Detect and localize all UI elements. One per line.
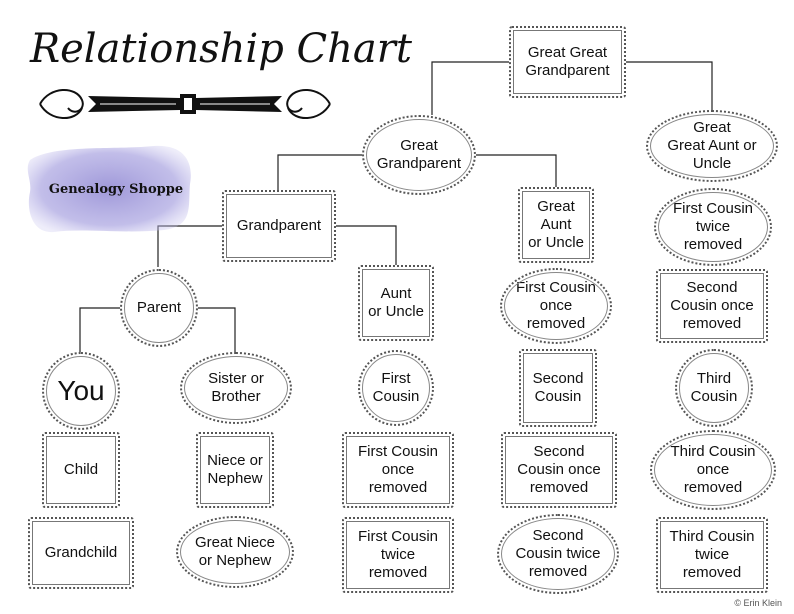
node-great-grandparent: Great Grandparent xyxy=(362,115,476,195)
node-great-great-grandparent: Great Great Grandparent xyxy=(509,26,626,98)
node-first-cousin-once-removed-mid: First Cousin once removed xyxy=(500,268,612,344)
node-grandchild: Grandchild xyxy=(28,517,134,589)
genealogy-shoppe-logo: Genealogy Shoppe xyxy=(42,174,190,204)
node-grandparent: Grandparent xyxy=(222,190,336,262)
node-third-cousin-twice-removed: Third Cousin twice removed xyxy=(656,517,768,593)
node-you: You xyxy=(42,352,120,430)
node-second-cousin-once-removed-right: Second Cousin once removed xyxy=(656,269,768,343)
node-first-cousin-once-removed-bottom: First Cousin once removed xyxy=(342,432,454,508)
node-great-great-aunt-uncle: Great Great Aunt or Uncle xyxy=(646,110,778,182)
watercolor-wash xyxy=(27,145,191,233)
node-great-aunt-uncle: Great Aunt or Uncle xyxy=(518,187,594,263)
node-sister-brother: Sister or Brother xyxy=(180,352,292,424)
node-great-niece-nephew: Great Niece or Nephew xyxy=(176,516,294,588)
node-niece-nephew: Niece or Nephew xyxy=(196,432,274,508)
node-first-cousin: First Cousin xyxy=(358,350,434,426)
credit-text: © Erin Klein xyxy=(734,598,782,608)
logo-text: Genealogy Shoppe xyxy=(48,181,184,197)
node-first-cousin-twice-removed-right: First Cousin twice removed xyxy=(654,188,772,266)
node-third-cousin-once-removed: Third Cousin once removed xyxy=(650,430,776,510)
node-aunt-uncle: Aunt or Uncle xyxy=(358,265,434,341)
node-parent: Parent xyxy=(120,269,198,347)
node-second-cousin: Second Cousin xyxy=(519,349,597,427)
node-first-cousin-twice-removed-bottom: First Cousin twice removed xyxy=(342,517,454,593)
page-title: Relationship Chart xyxy=(30,26,412,72)
node-third-cousin: Third Cousin xyxy=(675,349,753,427)
title-flourish-ornament xyxy=(39,89,331,119)
node-second-cousin-once-removed-bottom: Second Cousin once removed xyxy=(501,432,617,508)
node-second-cousin-twice-removed: Second Cousin twice removed xyxy=(497,514,619,594)
node-child: Child xyxy=(42,432,120,508)
